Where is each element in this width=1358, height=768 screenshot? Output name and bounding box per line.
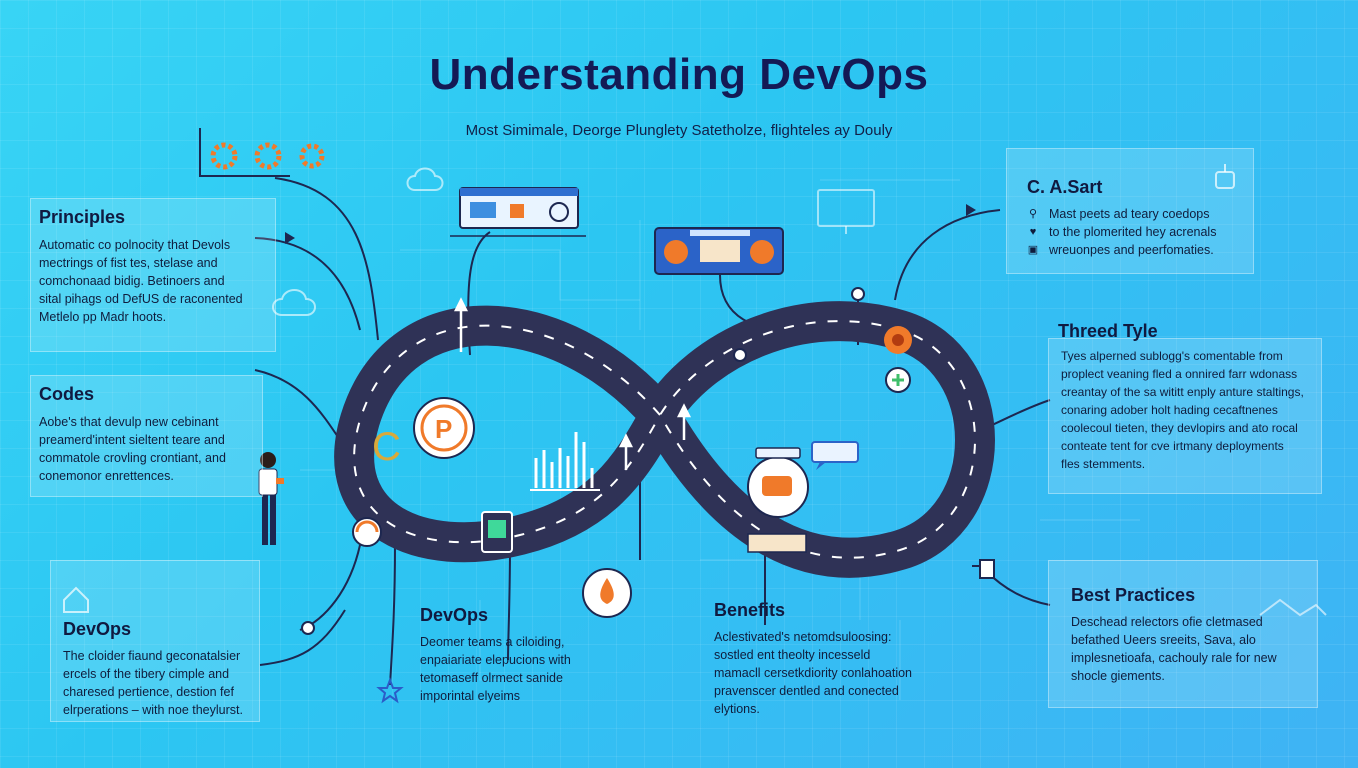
text-line: mectrings of fist tes, stelase and (39, 256, 218, 270)
text-line: Deomer teams a ciloiding, (420, 635, 565, 649)
casart-item-text: Mast peets ad teary coedops (1049, 207, 1210, 221)
cloud-server-icon (450, 187, 586, 237)
best-practices-title: Best Practices (1071, 585, 1196, 605)
best-practices-text: Deschead relectors ofie cletmased befath… (1071, 613, 1277, 685)
text-line: implesnetioafa, cachouly rale for new (1071, 651, 1277, 665)
letter-c-icon: C (372, 425, 401, 469)
text-line: shocle giements. (1071, 669, 1165, 683)
text-line: elytions. (714, 702, 760, 716)
text-line: comchonaad bidig. Betinoers and (39, 274, 225, 288)
text-line: Aclestivated's netomdsuloosing: (714, 630, 892, 644)
gears-icon (199, 128, 325, 177)
codes-card: Codes Aobe's that devulp new cebinant pr… (30, 375, 263, 497)
text-line: coolecoul tieten, they devlopirs and ato… (1061, 421, 1298, 435)
text-line: ercels of the tibery cimple and (63, 667, 230, 681)
casart-item: ♥ to the plomerited hey acrenals (1027, 223, 1217, 241)
codes-title: Codes (39, 384, 95, 404)
star-icon (376, 677, 404, 704)
road-arrows (453, 297, 692, 470)
threed-card: Threed Tyle Tyes alperned sublogg's come… (1048, 321, 1322, 494)
cloud-icon (272, 167, 1327, 617)
principles-card: Principles Automatic co polnocity that D… (30, 198, 276, 352)
text-line: sostled ent theolty incesseld (714, 648, 871, 662)
text-line: Deschead relectors ofie cletmased (1071, 615, 1263, 629)
pin-icon: ⚲ (1028, 208, 1038, 220)
text-line: befathed Ueers sreeits, Sava, alo (1071, 633, 1256, 647)
devops-card-text: The cloider fiaund geconatalsier ercels … (63, 647, 243, 719)
connector-lines (254, 177, 1051, 686)
drop-icon (582, 568, 632, 618)
casart-item-text: to the plomerited hey acrenals (1049, 225, 1217, 239)
small-robot-icon (1215, 164, 1235, 189)
checkbox-icon: ▣ (1027, 244, 1039, 256)
text-line: Tyes alperned sublogg's comentable from (1061, 349, 1283, 363)
text-line: Automatic co polnocity that Devols (39, 238, 231, 252)
text-line: imporintal elyeims (420, 689, 521, 703)
page-title: Understanding DevOps (429, 50, 929, 99)
letter-p-icon: P (413, 397, 475, 459)
text-line: commatole crovling crontiant, and (39, 451, 226, 465)
text-line: pravenscer dentled and conected (714, 684, 899, 698)
casart-item: ⚲ Mast peets ad teary coedops (1027, 205, 1216, 223)
text-line: elrperations – with noe theylurst. (63, 703, 243, 717)
text-line: fles stemments. (1061, 457, 1146, 471)
house-icon (63, 586, 89, 613)
text-line: conteate tent for cve irtmany deployment… (1061, 439, 1284, 453)
text-line: creantay of the sa wititt enply anture s… (1061, 385, 1304, 399)
benefits-title: Benefits (714, 600, 786, 620)
text-line: charesed pertience, destion fef (63, 685, 234, 699)
codes-text: Aobe's that devulp new cebinant preamerd… (39, 413, 254, 485)
flower-icon (884, 326, 912, 393)
radio-device-icon (654, 227, 784, 275)
benefits-text: Aclestivated's netomdsuloosing: sostled … (714, 628, 912, 718)
threed-title: Threed Tyle (1058, 321, 1158, 341)
casart-item-text: wreuonpes and peerfomaties. (1049, 243, 1214, 257)
text-line: enpaiariate elepucions with (420, 653, 571, 667)
monitor-icon (817, 189, 875, 234)
pin-markers (301, 287, 865, 635)
text-line: conaring adober holt hading cecaftnenes (1061, 403, 1278, 417)
devops-card-title: DevOps (63, 619, 132, 639)
text-line: proplect veaning fled a onnired farr wdo… (1061, 367, 1298, 381)
road-lane-markings (353, 320, 976, 559)
devops-center-text: Deomer teams a ciloiding, enpaiariate el… (420, 633, 571, 705)
text-line: tetomaseff olrmect sanide (420, 671, 563, 685)
page-subtitle: Most Simimale, Deorge Plunglety Satethol… (465, 122, 893, 139)
plug-icon (972, 559, 995, 579)
casart-title: C. A.Sart (1027, 177, 1103, 197)
casart-card: C. A.Sart ⚲ Mast peets ad teary coedops … (1006, 148, 1254, 274)
heart-icon: ♥ (1029, 226, 1037, 238)
text-line: The cloider fiaund geconatalsier (63, 649, 241, 663)
gauge-icon (352, 517, 382, 547)
phone-device-icon (481, 511, 513, 553)
svg-text:P: P (435, 414, 452, 444)
casart-list: ⚲ Mast peets ad teary coedops ♥ to the p… (1027, 205, 1217, 259)
text-line: mamacll cersetkdiority conlahoation (714, 666, 913, 680)
principles-text: Automatic co polnocity that Devols mectr… (39, 236, 267, 326)
chat-bubble-icon (811, 441, 859, 470)
person-figure (258, 452, 284, 545)
bar-chart-icon (530, 432, 600, 491)
devops-card: DevOps The cloider fiaund geconatalsier … (50, 560, 260, 722)
text-line: conemonor enrettences. (39, 469, 174, 483)
best-practices-card: Best Practices Deschead relectors ofie c… (1048, 560, 1318, 708)
devops-center-title: DevOps (420, 605, 489, 625)
text-line: Metlelo pp Madr hoots. (39, 310, 167, 324)
casart-item: ▣ wreuonpes and peerfomaties. (1027, 241, 1216, 259)
text-line: Aobe's that devulp new cebinant (39, 415, 219, 429)
robot-icon (747, 447, 809, 553)
text-line: preamerd'intent sieltent teare and (39, 433, 225, 447)
principles-title: Principles (39, 207, 126, 227)
threed-text: Tyes alperned sublogg's comentable from … (1061, 347, 1304, 473)
text-line: sital pihags od DefUS de raconented (39, 292, 243, 306)
